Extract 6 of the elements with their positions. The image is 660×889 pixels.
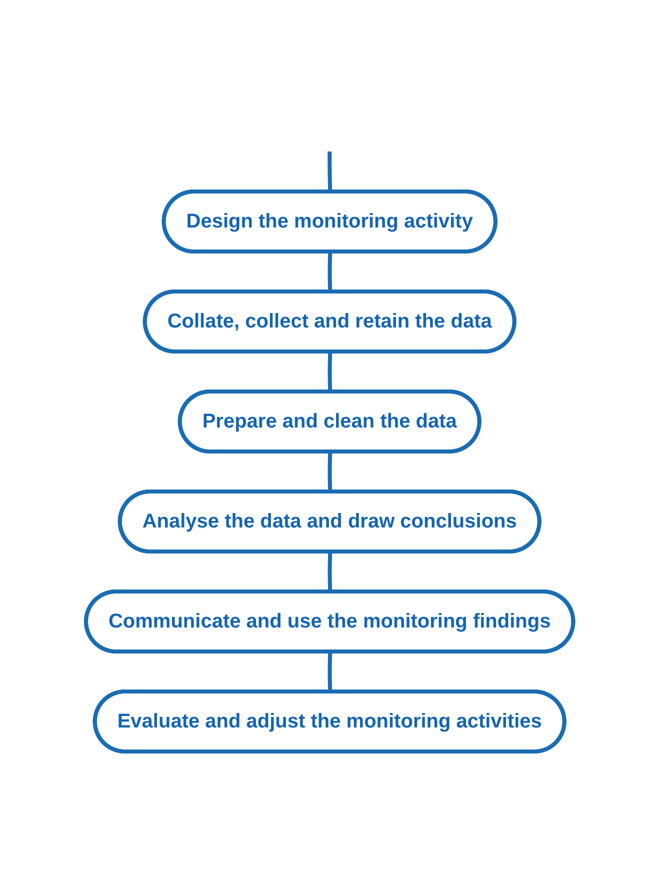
connector (328, 652, 332, 692)
connector (328, 452, 332, 492)
connector (328, 252, 332, 292)
connector (328, 152, 332, 192)
connector (328, 352, 332, 392)
connector (328, 552, 332, 592)
